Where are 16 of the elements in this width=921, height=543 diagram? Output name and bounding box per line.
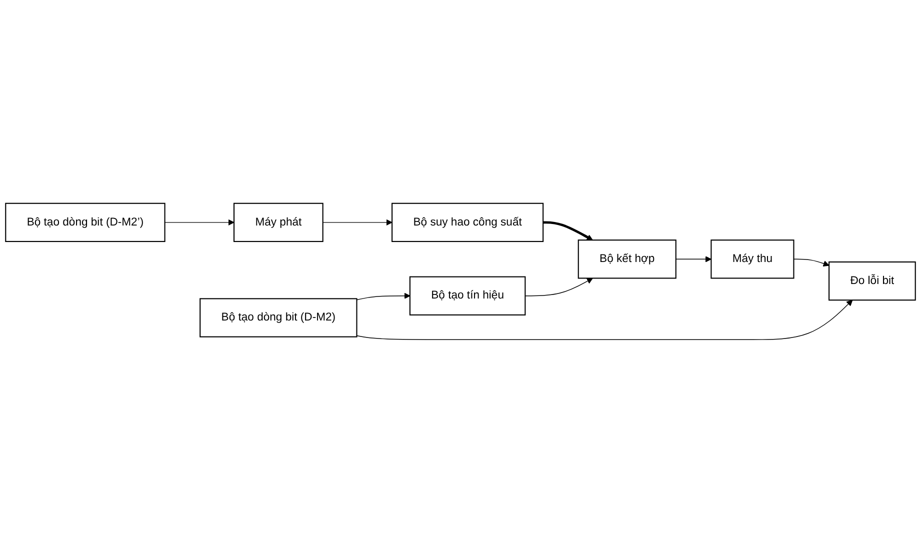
arrow	[676, 256, 712, 262]
arrow	[524, 278, 593, 296]
node-box: Đo lỗi bit	[828, 261, 916, 301]
arrow	[356, 292, 410, 300]
node-box: Bộ suy hao công suất	[392, 202, 544, 242]
node-box: Máy thu	[710, 240, 794, 279]
node-box: Bộ tạo dòng bit (D-M2’)	[5, 202, 166, 242]
arrow	[322, 219, 392, 226]
arrow	[164, 219, 234, 226]
node-box: Bộ tạo dòng bit (D-M2)	[200, 298, 358, 338]
arrow	[793, 258, 830, 267]
node-box: Bộ kết hợp	[578, 240, 676, 279]
node-box: Bộ tạo tín hiệu	[409, 276, 526, 316]
node-box: Máy phát	[233, 202, 324, 242]
arrow	[356, 300, 853, 340]
arrow	[543, 221, 593, 240]
